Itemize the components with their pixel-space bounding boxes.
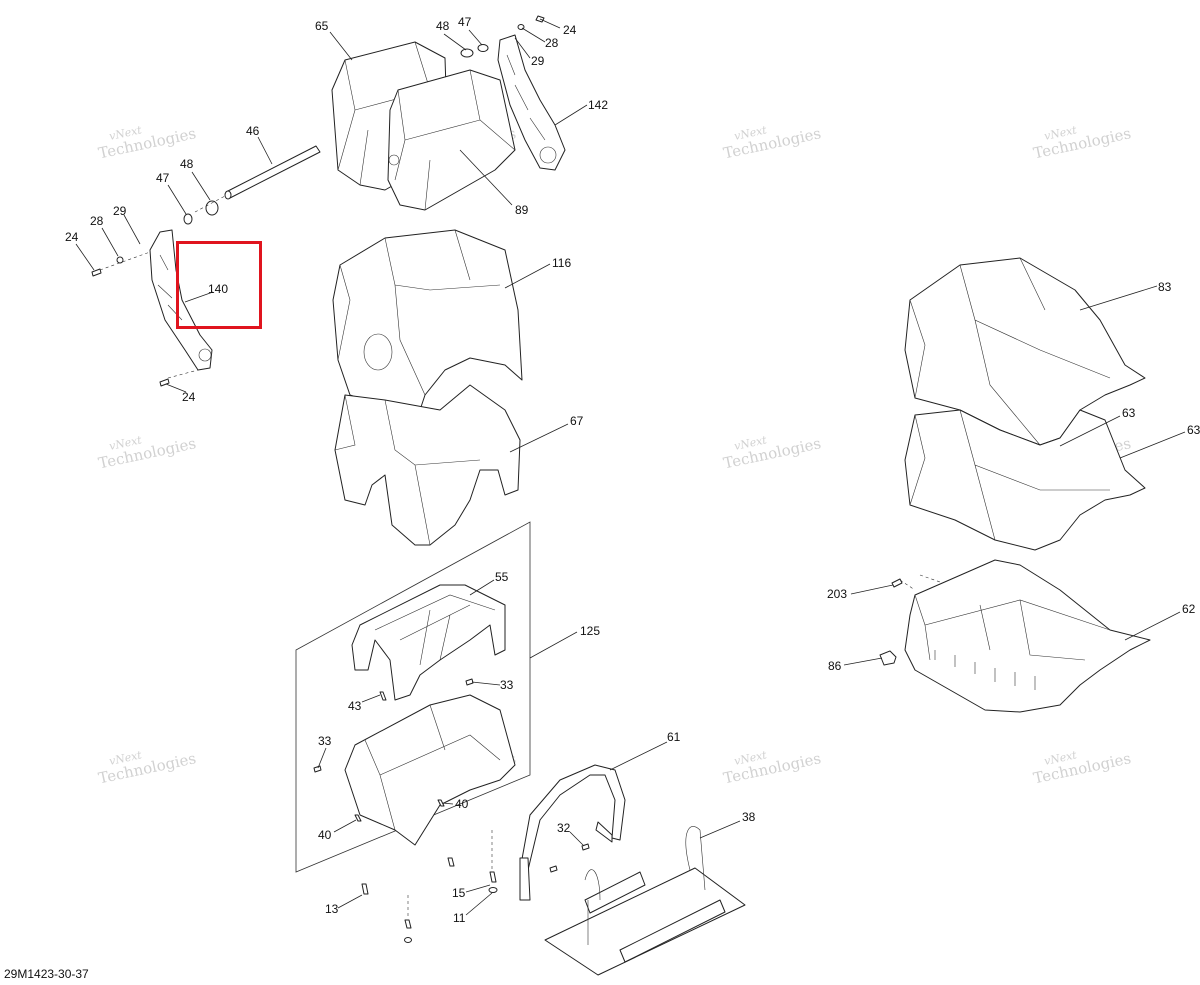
screw-lower-misc[interactable] bbox=[447, 857, 455, 867]
screw-43[interactable] bbox=[379, 691, 387, 701]
seat-frame-55[interactable] bbox=[351, 584, 506, 701]
frame-assembly-box-125 bbox=[295, 521, 531, 873]
callout-15[interactable]: 15 bbox=[452, 886, 466, 900]
callout-63[interactable]: 63 bbox=[1122, 406, 1136, 420]
callout-29[interactable]: 29 bbox=[531, 54, 545, 68]
callout-11[interactable]: 11 bbox=[453, 911, 466, 925]
seat-cushion-63[interactable] bbox=[904, 409, 1146, 551]
callout-89[interactable]: 89 bbox=[515, 203, 529, 217]
screw-15[interactable] bbox=[489, 871, 497, 883]
screw-bottom[interactable] bbox=[404, 919, 412, 929]
callout-116[interactable]: 116 bbox=[552, 256, 571, 270]
callout-40[interactable]: 40 bbox=[455, 797, 469, 811]
watermark: vNext Technologies bbox=[97, 433, 198, 472]
hinge-plate-142[interactable] bbox=[497, 34, 566, 171]
seat-base-62[interactable] bbox=[904, 559, 1151, 713]
screw-33-lower[interactable] bbox=[313, 765, 322, 773]
highlight-box-callout-140[interactable] bbox=[176, 241, 262, 329]
seat-cover-67[interactable] bbox=[334, 384, 521, 546]
washer-28-left[interactable] bbox=[116, 256, 124, 264]
washer-11[interactable] bbox=[488, 887, 498, 893]
callout-61[interactable]: 61 bbox=[667, 730, 681, 744]
watermark: vNext Technologies bbox=[97, 748, 198, 787]
washer-47-top[interactable] bbox=[477, 44, 489, 52]
washer-bottom[interactable] bbox=[404, 937, 412, 943]
callout-24[interactable]: 24 bbox=[563, 23, 577, 37]
callouts: 65 48 47 24 28 29 142 89 46 48 47 28 29 … bbox=[65, 15, 1200, 925]
callout-43[interactable]: 43 bbox=[348, 699, 362, 713]
callout-28[interactable]: 28 bbox=[545, 36, 559, 50]
backrest-cover-89[interactable] bbox=[387, 69, 516, 211]
callout-67[interactable]: 67 bbox=[570, 414, 584, 428]
callout-28[interactable]: 28 bbox=[90, 214, 104, 228]
callout-38[interactable]: 38 bbox=[742, 810, 756, 824]
callout-48[interactable]: 48 bbox=[180, 157, 194, 171]
callout-86[interactable]: 86 bbox=[828, 659, 842, 673]
screw-24-left-lower[interactable] bbox=[159, 378, 170, 387]
callout-47[interactable]: 47 bbox=[156, 171, 170, 185]
callout-125[interactable]: 125 bbox=[580, 624, 600, 638]
diagram-reference-code: 29M1423-30-37 bbox=[4, 967, 89, 981]
screw-203[interactable] bbox=[891, 578, 903, 588]
washer-47-left[interactable] bbox=[183, 213, 193, 225]
callout-46[interactable]: 46 bbox=[246, 124, 260, 138]
watermark: vNext Technologies bbox=[722, 748, 823, 787]
callout-29[interactable]: 29 bbox=[113, 204, 127, 218]
seat-cushion-83[interactable] bbox=[904, 257, 1146, 446]
screw-32-b[interactable] bbox=[549, 865, 558, 873]
shaft-46[interactable] bbox=[224, 145, 321, 200]
watermark: vNext Technologies bbox=[97, 123, 198, 162]
screw-33-upper[interactable] bbox=[465, 678, 474, 686]
seat-bracket-frame[interactable] bbox=[344, 694, 516, 846]
callout-65[interactable]: 65 bbox=[315, 19, 329, 33]
callout-33[interactable]: 33 bbox=[500, 678, 514, 692]
watermark: vNext Technologies bbox=[1032, 748, 1133, 787]
callout-203[interactable]: 203 bbox=[827, 587, 847, 601]
washer-48-left[interactable] bbox=[205, 200, 219, 216]
callout-48[interactable]: 48 bbox=[436, 19, 450, 33]
base-plate-38[interactable] bbox=[544, 826, 746, 976]
strap-61[interactable] bbox=[519, 764, 626, 901]
callout-24[interactable]: 24 bbox=[65, 230, 79, 244]
screw-40-right[interactable] bbox=[437, 799, 445, 807]
screw-24-left[interactable] bbox=[91, 268, 102, 277]
clip-86[interactable] bbox=[879, 650, 897, 666]
callout-40[interactable]: 40 bbox=[318, 828, 332, 842]
callout-140[interactable]: 140 bbox=[208, 282, 228, 296]
screw-40-left[interactable] bbox=[354, 814, 362, 822]
callout-83[interactable]: 83 bbox=[1158, 280, 1172, 294]
callout-47[interactable]: 47 bbox=[458, 15, 472, 29]
callout-24[interactable]: 24 bbox=[182, 390, 196, 404]
seat-cover-116[interactable] bbox=[332, 229, 523, 426]
callout-63[interactable]: 63 bbox=[1187, 423, 1200, 437]
callout-55[interactable]: 55 bbox=[495, 570, 509, 584]
watermark: vNext Technologies bbox=[722, 123, 823, 162]
callout-32[interactable]: 32 bbox=[557, 821, 571, 835]
callout-13[interactable]: 13 bbox=[325, 902, 339, 916]
washer-48-top[interactable] bbox=[460, 48, 474, 58]
callout-33[interactable]: 33 bbox=[318, 734, 332, 748]
callout-62[interactable]: 62 bbox=[1182, 602, 1196, 616]
callout-142[interactable]: 142 bbox=[588, 98, 608, 112]
watermark: vNext Technologies bbox=[722, 433, 823, 472]
watermark: vNext Technologies bbox=[1032, 123, 1133, 162]
leader-lines bbox=[75, 18, 1186, 916]
screw-13[interactable] bbox=[361, 883, 369, 895]
